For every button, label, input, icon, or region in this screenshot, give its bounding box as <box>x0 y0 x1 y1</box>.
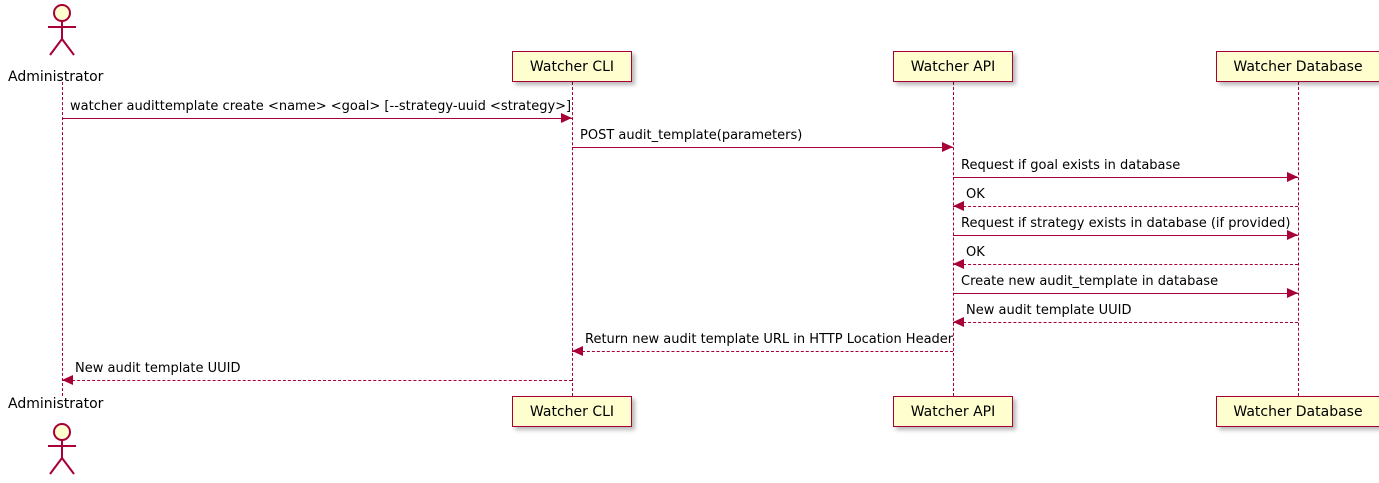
message-label-10: New audit template UUID <box>75 361 241 376</box>
message-arrowhead-3 <box>1287 172 1298 182</box>
participant-watcher-api-bottom[interactable]: Watcher API <box>892 396 1014 427</box>
message-line-1 <box>62 118 572 119</box>
participant-watcher-api-top[interactable]: Watcher API <box>892 51 1014 82</box>
actor-label-administrator-top: Administrator <box>8 69 104 85</box>
message-arrowhead-5 <box>1287 230 1298 240</box>
message-line-2 <box>572 147 953 148</box>
message-label-7: Create new audit_template in database <box>961 274 1219 289</box>
participant-watcher-database-bottom[interactable]: Watcher Database <box>1216 396 1379 427</box>
message-label-8: New audit template UUID <box>966 303 1132 318</box>
message-arrowhead-6 <box>953 259 964 269</box>
lifeline-watcher-database <box>1298 82 1299 396</box>
message-line-3 <box>953 177 1298 178</box>
message-label-2: POST audit_template(parameters) <box>580 128 803 143</box>
message-line-5 <box>953 235 1298 236</box>
message-line-7 <box>953 293 1298 294</box>
participant-label: Watcher API <box>910 403 996 420</box>
participant-label: Watcher CLI <box>529 58 615 75</box>
message-line-9 <box>572 351 953 352</box>
participant-watcher-cli-bottom[interactable]: Watcher CLI <box>511 396 633 427</box>
lifeline-administrator <box>62 82 63 396</box>
message-label-4: OK <box>966 187 985 202</box>
actor-administrator-bottom <box>40 421 84 477</box>
message-line-8 <box>953 322 1298 323</box>
message-arrowhead-9 <box>572 346 583 356</box>
message-arrowhead-2 <box>942 142 953 152</box>
lifeline-watcher-cli <box>572 82 573 396</box>
participant-watcher-database-top[interactable]: Watcher Database <box>1216 51 1379 82</box>
message-label-9: Return new audit template URL in HTTP Lo… <box>585 332 954 347</box>
message-arrowhead-8 <box>953 317 964 327</box>
message-label-5: Request if strategy exists in database (… <box>961 216 1291 231</box>
message-arrowhead-7 <box>1287 288 1298 298</box>
participant-label: Watcher Database <box>1233 58 1363 75</box>
actor-label-administrator-bottom: Administrator <box>8 396 104 412</box>
message-line-6 <box>953 264 1298 265</box>
message-arrowhead-4 <box>953 201 964 211</box>
message-label-6: OK <box>966 245 985 260</box>
message-arrowhead-10 <box>62 375 73 385</box>
actor-administrator-top <box>40 2 84 58</box>
participant-label: Watcher Database <box>1233 403 1363 420</box>
actor-icon-administrator <box>48 423 76 475</box>
participant-watcher-cli-top[interactable]: Watcher CLI <box>511 51 633 82</box>
message-line-4 <box>953 206 1298 207</box>
lifeline-watcher-api <box>953 82 954 396</box>
actor-icon-administrator <box>48 4 76 56</box>
participant-label: Watcher API <box>910 58 996 75</box>
message-line-10 <box>62 380 572 381</box>
participant-label: Watcher CLI <box>529 403 615 420</box>
message-label-1: watcher audittemplate create <name> <goa… <box>70 99 572 114</box>
message-label-3: Request if goal exists in database <box>961 158 1181 173</box>
message-arrowhead-1 <box>561 113 572 123</box>
